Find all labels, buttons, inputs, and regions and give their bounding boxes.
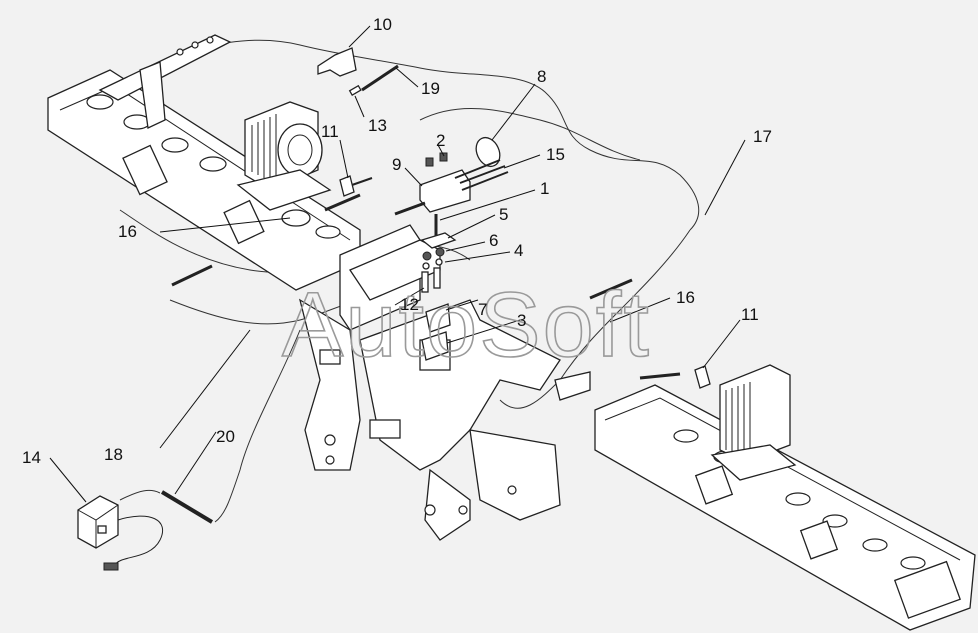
callout-label: 6 — [489, 231, 498, 250]
fitting-stem — [351, 177, 373, 186]
sensor-block — [421, 331, 449, 361]
leader-lines — [49, 25, 746, 503]
callout-label: 18 — [104, 445, 123, 464]
washer — [435, 258, 443, 266]
callout-label: 14 — [22, 448, 41, 467]
callout-label: 16 — [676, 288, 695, 307]
callout-label: 8 — [537, 67, 546, 86]
valve-block — [394, 159, 509, 216]
right-wheel-motor — [710, 364, 797, 481]
center-frame — [298, 224, 591, 541]
sensor-rod — [639, 372, 681, 380]
tow-hitch — [98, 34, 232, 129]
bracket — [317, 47, 357, 77]
callout-label: 1 — [540, 179, 549, 198]
clamp — [281, 209, 311, 227]
left-wheel-motor — [236, 101, 332, 211]
callout-label: 10 — [373, 15, 392, 34]
bolt — [439, 152, 448, 162]
callout-label: 16 — [118, 222, 137, 241]
callout-label: 5 — [499, 205, 508, 224]
hose-fitting — [339, 175, 355, 197]
cable-outline — [214, 329, 301, 523]
hydraulic-line-outline — [149, 39, 700, 231]
callout-label: 19 — [421, 79, 440, 98]
hydraulic-line-outline — [499, 229, 691, 409]
probe-rod — [160, 490, 214, 524]
fitting — [348, 84, 362, 96]
sensor-rod — [171, 264, 213, 287]
callout-label: 20 — [216, 427, 235, 446]
sensor-rod — [589, 278, 633, 300]
sensor-rod — [361, 64, 399, 92]
pin — [421, 271, 429, 293]
callout-label: 11 — [321, 122, 339, 141]
cable-outline — [119, 489, 161, 501]
hydraulic-line-outline — [419, 107, 641, 161]
callout-labels: 10 19 13 8 11 2 15 9 1 17 5 6 16 4 12 7 … — [22, 15, 772, 467]
sensor-block — [425, 303, 451, 333]
callout-label: 11 — [741, 305, 759, 324]
o-ring — [475, 136, 501, 168]
callout-label: 13 — [368, 116, 387, 135]
hydraulic-line-outline — [169, 299, 361, 325]
callout-label: 15 — [546, 145, 565, 164]
plate — [420, 232, 457, 249]
pin — [433, 267, 441, 289]
callout-label: 2 — [436, 131, 445, 150]
right-axle — [594, 384, 976, 631]
callout-label: 3 — [517, 311, 526, 330]
callout-label: 17 — [753, 127, 772, 146]
hose-fitting — [694, 365, 711, 389]
left-axle — [47, 69, 361, 291]
washer — [422, 262, 430, 270]
control-box — [77, 495, 163, 571]
bolt — [425, 157, 434, 167]
sensor-rod — [324, 193, 361, 212]
nut — [422, 251, 432, 261]
callout-label: 9 — [392, 155, 401, 174]
watermark: AutoSoft — [282, 274, 651, 376]
nut — [435, 247, 445, 257]
callout-label: 7 — [478, 300, 487, 319]
callout-label: 4 — [514, 241, 523, 260]
callout-label: 12 — [400, 295, 419, 314]
